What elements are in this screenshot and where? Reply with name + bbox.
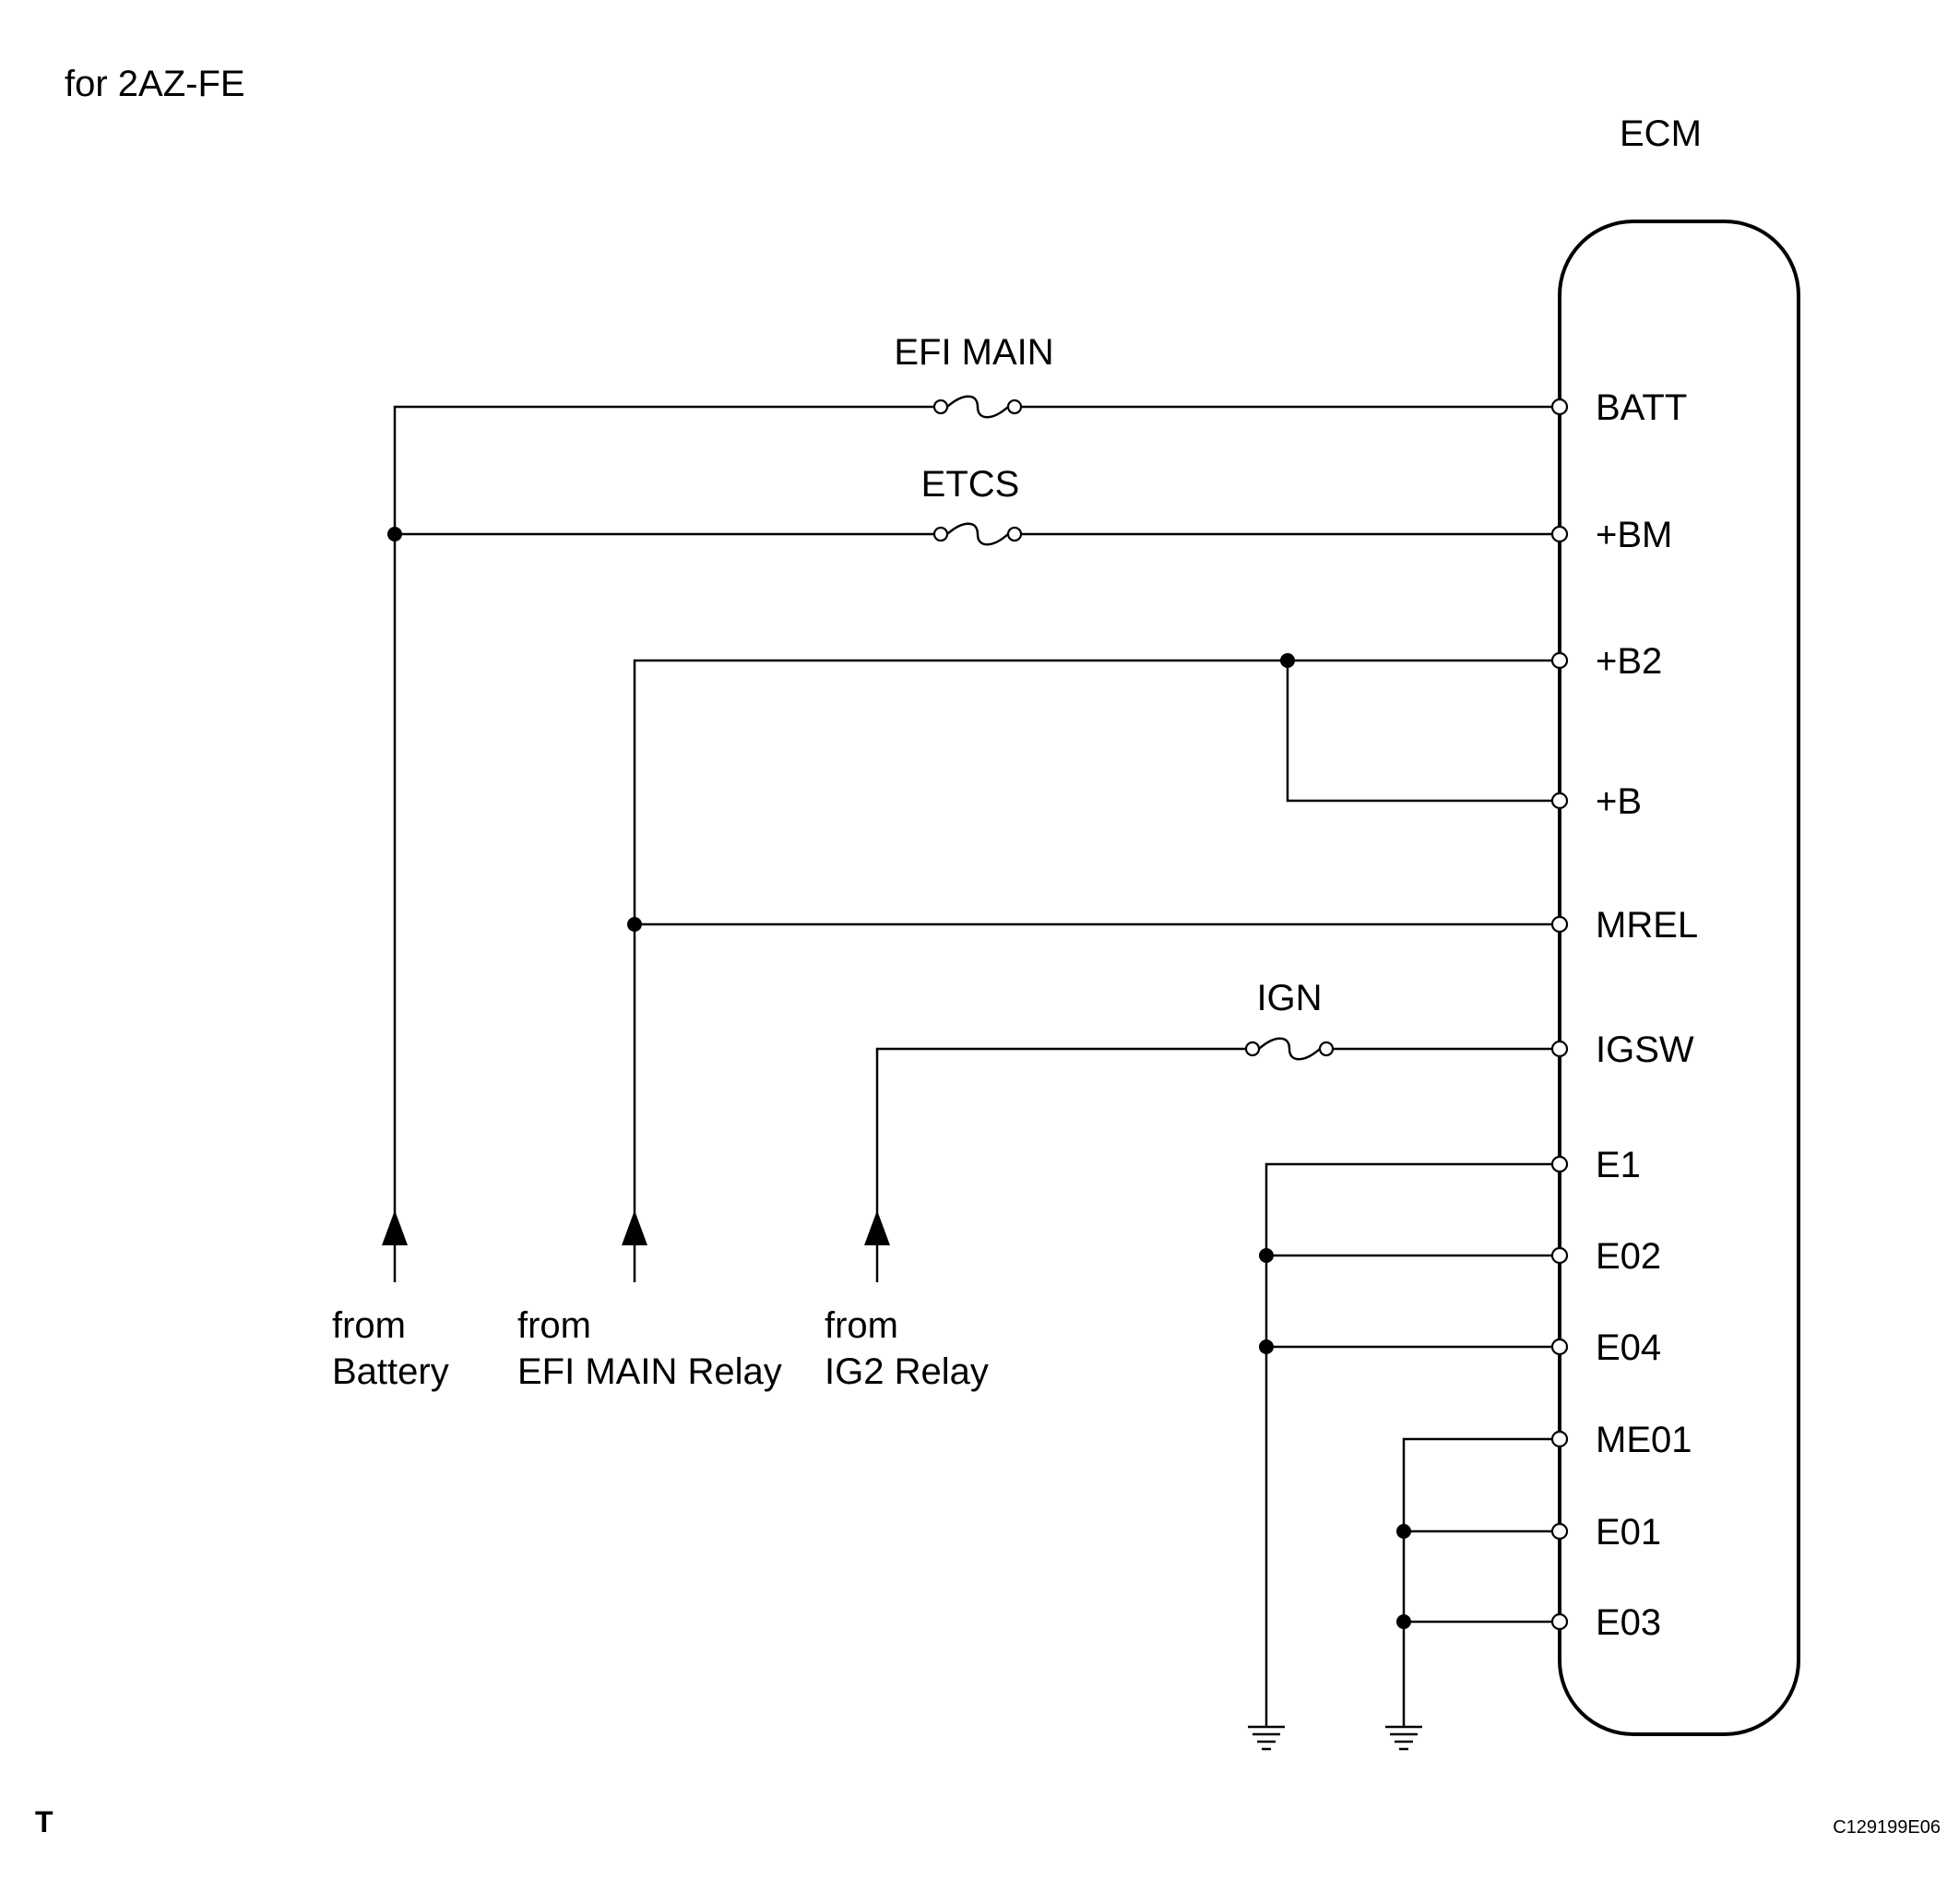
arrow-up-icon <box>622 1210 647 1245</box>
pin-label-e03: E03 <box>1596 1602 1661 1643</box>
wire-me01 <box>1402 1437 1560 1727</box>
junction-dot <box>627 917 642 932</box>
pin-terminal <box>1550 1612 1569 1631</box>
source-efi-main-relay-line1: from <box>517 1305 591 1346</box>
pin-label-batt: BATT <box>1596 387 1687 428</box>
pin-label-bm: +BM <box>1596 515 1672 555</box>
junction-dot <box>387 527 402 541</box>
source-efi-main-relay-line2: EFI MAIN Relay <box>517 1351 782 1392</box>
pin-terminal <box>1550 1246 1569 1265</box>
pin-terminal <box>1550 1430 1569 1448</box>
figure-id: C129199E06 <box>1833 1817 1941 1838</box>
arrow-up-icon <box>864 1210 890 1245</box>
engine-label: for 2AZ-FE <box>65 64 245 104</box>
pin-terminal <box>1550 1040 1569 1058</box>
wiring <box>393 405 1560 1727</box>
wire-batt-left <box>393 405 934 1282</box>
pin-terminal <box>1550 1338 1569 1356</box>
wire-b <box>1286 660 1560 803</box>
source-battery-line1: from <box>332 1305 406 1346</box>
ecm-title: ECM <box>1620 113 1702 154</box>
source-ig2-relay-line2: IG2 Relay <box>825 1351 989 1392</box>
fuse-label-etcs: ETCS <box>921 464 1020 505</box>
pin-label-mrel: MREL <box>1596 905 1698 946</box>
junction-dot <box>1259 1339 1274 1354</box>
pin-label-e01: E01 <box>1596 1512 1661 1553</box>
fuse-ign: IGN <box>1244 978 1335 1061</box>
junction-dot <box>1396 1614 1411 1629</box>
source-ig2-relay-line1: from <box>825 1305 898 1346</box>
pin-label-me01: ME01 <box>1596 1420 1692 1460</box>
junction-dot <box>1396 1524 1411 1539</box>
junction-dot <box>1259 1248 1274 1263</box>
ground-icon <box>1385 1725 1422 1751</box>
pin-label-e1: E1 <box>1596 1145 1641 1185</box>
wire-igsw-left <box>875 1047 1250 1282</box>
corner-marker: T <box>35 1805 53 1839</box>
wire-e1 <box>1264 1162 1560 1727</box>
fuse-label-efi-main: EFI MAIN <box>894 332 1053 373</box>
pin-terminal <box>1550 651 1569 670</box>
wire-b2 <box>633 659 1560 1282</box>
pin-label-igsw: IGSW <box>1596 1029 1694 1070</box>
pin-label-e02: E02 <box>1596 1236 1661 1277</box>
fuse-efi-main: EFI MAIN <box>894 332 1054 419</box>
ecm-box <box>1558 220 1800 1736</box>
pin-terminal <box>1550 398 1569 416</box>
pin-label-e04: E04 <box>1596 1327 1661 1368</box>
pin-label-b2: +B2 <box>1596 641 1662 682</box>
pin-terminal <box>1550 525 1569 543</box>
pin-terminal <box>1550 915 1569 934</box>
fuse-etcs: ETCS <box>921 464 1023 546</box>
fuse-label-ign: IGN <box>1256 978 1322 1018</box>
pin-terminal <box>1550 1155 1569 1173</box>
ecm-terminals <box>1550 398 1569 1631</box>
arrow-up-icon <box>382 1210 408 1245</box>
pin-terminal <box>1550 1522 1569 1541</box>
junction-dot <box>1280 653 1295 668</box>
source-battery-line2: Battery <box>332 1351 449 1392</box>
ground-icon <box>1248 1725 1285 1751</box>
pin-terminal <box>1550 791 1569 810</box>
pin-label-b: +B <box>1596 781 1642 822</box>
